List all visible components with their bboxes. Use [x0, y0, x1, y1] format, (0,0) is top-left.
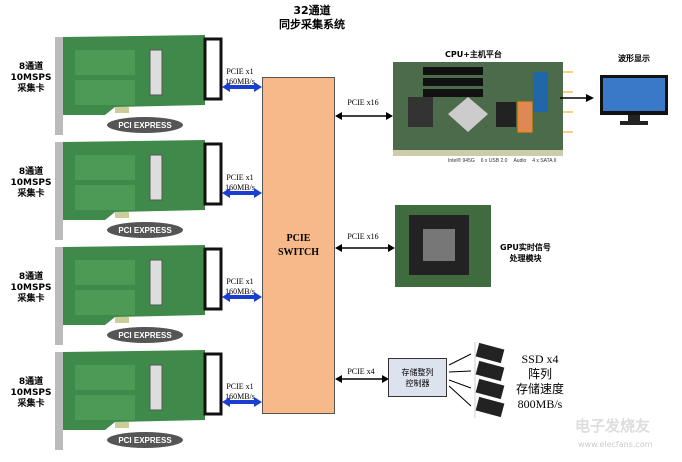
storage-link-label: PCIE x4: [347, 367, 375, 376]
cpu-label: CPU+主机平台: [445, 50, 502, 59]
gpu-link-label: PCIE x16: [347, 232, 379, 241]
pci-express-badge: PCI EXPRESS: [118, 121, 172, 130]
pci-express-badge: PCI EXPRESS: [118, 331, 172, 340]
gpu-module-image: [395, 205, 491, 287]
card-link-arrow: [222, 292, 262, 302]
storage-controller: 存储整列控制器: [388, 358, 447, 397]
watermark-url: www.elecfans.com: [578, 440, 653, 449]
diagram-title: 32通道同步采集系统: [279, 4, 345, 31]
card-link-arrow: [222, 188, 262, 198]
monitor-icon: [560, 75, 668, 125]
pci-express-badge: PCI EXPRESS: [118, 226, 172, 235]
cpu-link-arrow: [335, 112, 393, 120]
acquisition-card-image: PCI EXPRESS: [55, 350, 223, 450]
acquisition-card-image: PCI EXPRESS: [55, 245, 223, 345]
gpu-link-arrow: [335, 244, 395, 252]
watermark-logo: 电子发烧友: [575, 417, 651, 435]
display-label: 波形显示: [618, 54, 650, 63]
acquisition-card-image: PCI EXPRESS: [55, 35, 223, 135]
acquisition-card-image: PCI EXPRESS: [55, 140, 223, 240]
card-link-arrow: [222, 397, 262, 407]
cpu-board-image: [393, 62, 573, 156]
pci-express-badge: PCI EXPRESS: [118, 436, 172, 445]
cpu-link-label: PCIE x16: [347, 98, 379, 107]
ssd-array-image: [448, 342, 505, 418]
storage-link-arrow: [335, 375, 389, 383]
gpu-label: GPU实时信号处理模块: [500, 243, 551, 263]
card-link-arrow: [222, 82, 262, 92]
